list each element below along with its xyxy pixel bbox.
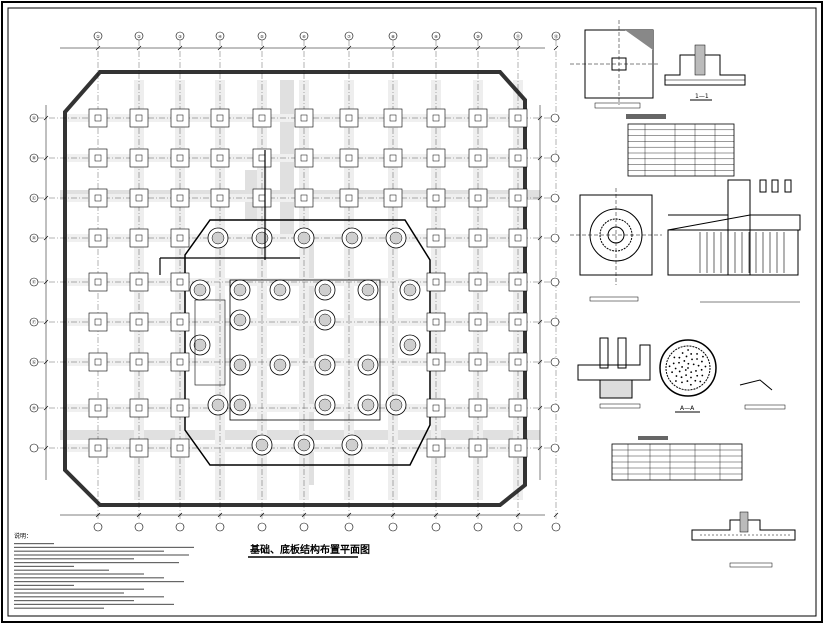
svg-text:Ⓒ: Ⓒ — [32, 195, 36, 201]
svg-text:③: ③ — [178, 34, 182, 39]
svg-text:Ⓔ: Ⓔ — [32, 279, 36, 285]
svg-text:Ⓑ: Ⓑ — [32, 155, 36, 161]
detail-label-a-a: A—A — [680, 405, 695, 412]
svg-text:⑫: ⑫ — [554, 33, 558, 39]
svg-text:⑦: ⑦ — [347, 34, 351, 39]
svg-text:Ⓗ: Ⓗ — [32, 405, 36, 411]
svg-text:Ⓐ: Ⓐ — [32, 115, 36, 121]
svg-text:⑩: ⑩ — [476, 34, 480, 39]
svg-text:Ⓓ: Ⓓ — [32, 235, 36, 241]
detail-label-1-1: 1—1 — [695, 93, 709, 100]
notes-heading: 说明： — [14, 532, 32, 540]
svg-text:⑪: ⑪ — [516, 33, 520, 39]
slab-outline — [63, 70, 527, 507]
inner-frame — [7, 7, 817, 617]
svg-text:④: ④ — [218, 34, 222, 39]
svg-text:①: ① — [96, 34, 100, 39]
pile-caps — [88, 108, 528, 458]
svg-text:⑤: ⑤ — [260, 34, 264, 39]
plan-title: 基础、底板结构布置平面图 — [249, 543, 370, 556]
svg-text:Ⓖ: Ⓖ — [32, 359, 36, 365]
svg-text:⑥: ⑥ — [302, 34, 306, 39]
notes-block — [14, 543, 194, 609]
core-piles — [159, 150, 421, 456]
svg-text:⑨: ⑨ — [434, 34, 438, 39]
dimension-lines — [43, 45, 559, 518]
svg-text:②: ② — [137, 34, 141, 39]
svg-text:Ⓕ: Ⓕ — [32, 319, 36, 325]
detail-drawings: 1—1 A—A — [570, 20, 801, 568]
svg-text:⑧: ⑧ — [391, 34, 395, 39]
